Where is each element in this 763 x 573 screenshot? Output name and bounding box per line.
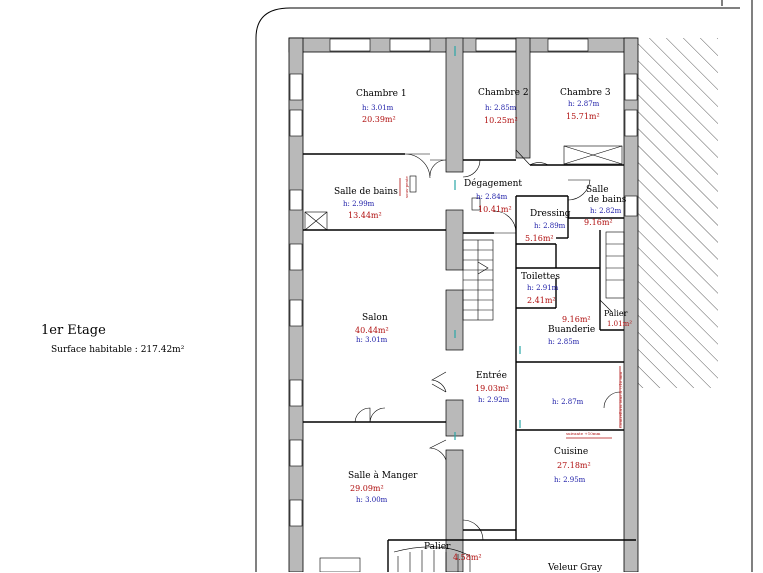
room-height-sdb1: h: 2.99m	[343, 200, 375, 208]
room-area-dressing: 5.16m²	[525, 234, 554, 243]
hatched-zone-top	[636, 38, 718, 153]
room-name-sdb2-line2: de bains	[588, 195, 627, 205]
room-height-salon: h: 3.01m	[356, 336, 388, 344]
room-name-salle-manger: Salle à Manger	[348, 471, 418, 481]
room-height-cuisine: h: 2.95m	[554, 476, 586, 484]
room-height-buanderie: h: 2.85m	[548, 338, 580, 346]
room-name-sdb1: Salle de bains	[334, 187, 398, 197]
note-bottom: Veleur Gray	[548, 563, 603, 573]
note-cuisine: suivante +10mm	[566, 431, 601, 436]
hatched-zone-right	[636, 153, 718, 388]
room-name-chambre2: Chambre 2	[478, 88, 529, 98]
fixtures	[304, 145, 623, 572]
parcel-outline	[255, 7, 740, 572]
room-name-sdb2-line1: Salle	[586, 185, 609, 195]
note-vertical: Contreforts Mur à 7/10 mm	[618, 371, 623, 428]
room-area-palier: 4.58m²	[453, 553, 482, 562]
room-name-cuisine: Cuisine	[554, 447, 589, 457]
room-name-toilettes: Toilettes	[521, 272, 560, 282]
room-area-cuisine: 27.18m²	[557, 461, 591, 470]
accent-markers	[454, 46, 521, 440]
room-height-salle-manger: h: 3.00m	[356, 496, 388, 504]
room-area-salon: 40.44m²	[355, 326, 389, 335]
room-area-degagement: 10.41m²	[478, 205, 512, 214]
room-name-palier: Palier	[424, 542, 451, 552]
room-name-degagement: Dégagement	[464, 179, 523, 189]
room-name-buanderie: Buanderie	[548, 325, 596, 335]
room-area-chambre1: 20.39m²	[362, 115, 396, 124]
room-height-degagement: h: 2.84m	[476, 193, 508, 201]
room-area-chambre2: 10.25m²	[484, 116, 518, 125]
room-height-chambre2: h: 2.85m	[485, 104, 517, 112]
room-area-toilettes: 2.41m²	[527, 296, 556, 305]
door-swings	[354, 149, 621, 541]
windows	[289, 38, 638, 527]
room-height-cuisine-top: h: 2.87m	[552, 398, 584, 406]
note-sous-pente: sous-pente	[404, 176, 409, 198]
room-height-chambre3: h: 2.87m	[568, 100, 600, 108]
red-markers	[399, 178, 621, 439]
room-name-dressing: Dressing	[530, 209, 571, 219]
room-name-chambre3: Chambre 3	[560, 88, 611, 98]
room-area-entree: 19.03m²	[475, 384, 509, 393]
room-area-sdb1: 13.44m²	[348, 211, 382, 220]
room-name-entree: Entrée	[476, 371, 507, 381]
room-name-palier-small: Palier	[604, 309, 628, 318]
room-area-palier-small: 1.01m²	[607, 320, 633, 328]
room-height-dressing: h: 2.89m	[534, 222, 566, 230]
room-name-salon: Salon	[362, 313, 388, 323]
room-area-salle-manger: 29.09m²	[350, 484, 384, 493]
surface-habitable: Surface habitable : 217.42m²	[51, 345, 185, 355]
partitions	[303, 153, 636, 572]
room-area-sdb2: 9.16m²	[584, 218, 613, 227]
staircase	[393, 231, 625, 572]
room-height-toilettes: h: 2.91m	[527, 284, 559, 292]
floor-title: 1er Etage	[41, 323, 106, 338]
interior-walls	[445, 37, 531, 572]
room-area-buanderie: 9.16m²	[562, 315, 591, 324]
room-height-sdb2: h: 2.82m	[590, 207, 622, 215]
room-area-chambre3: 15.71m²	[566, 112, 600, 121]
room-height-chambre1: h: 3.01m	[362, 104, 394, 112]
room-height-entree: h: 2.92m	[478, 396, 510, 404]
room-name-chambre1: Chambre 1	[356, 89, 407, 99]
